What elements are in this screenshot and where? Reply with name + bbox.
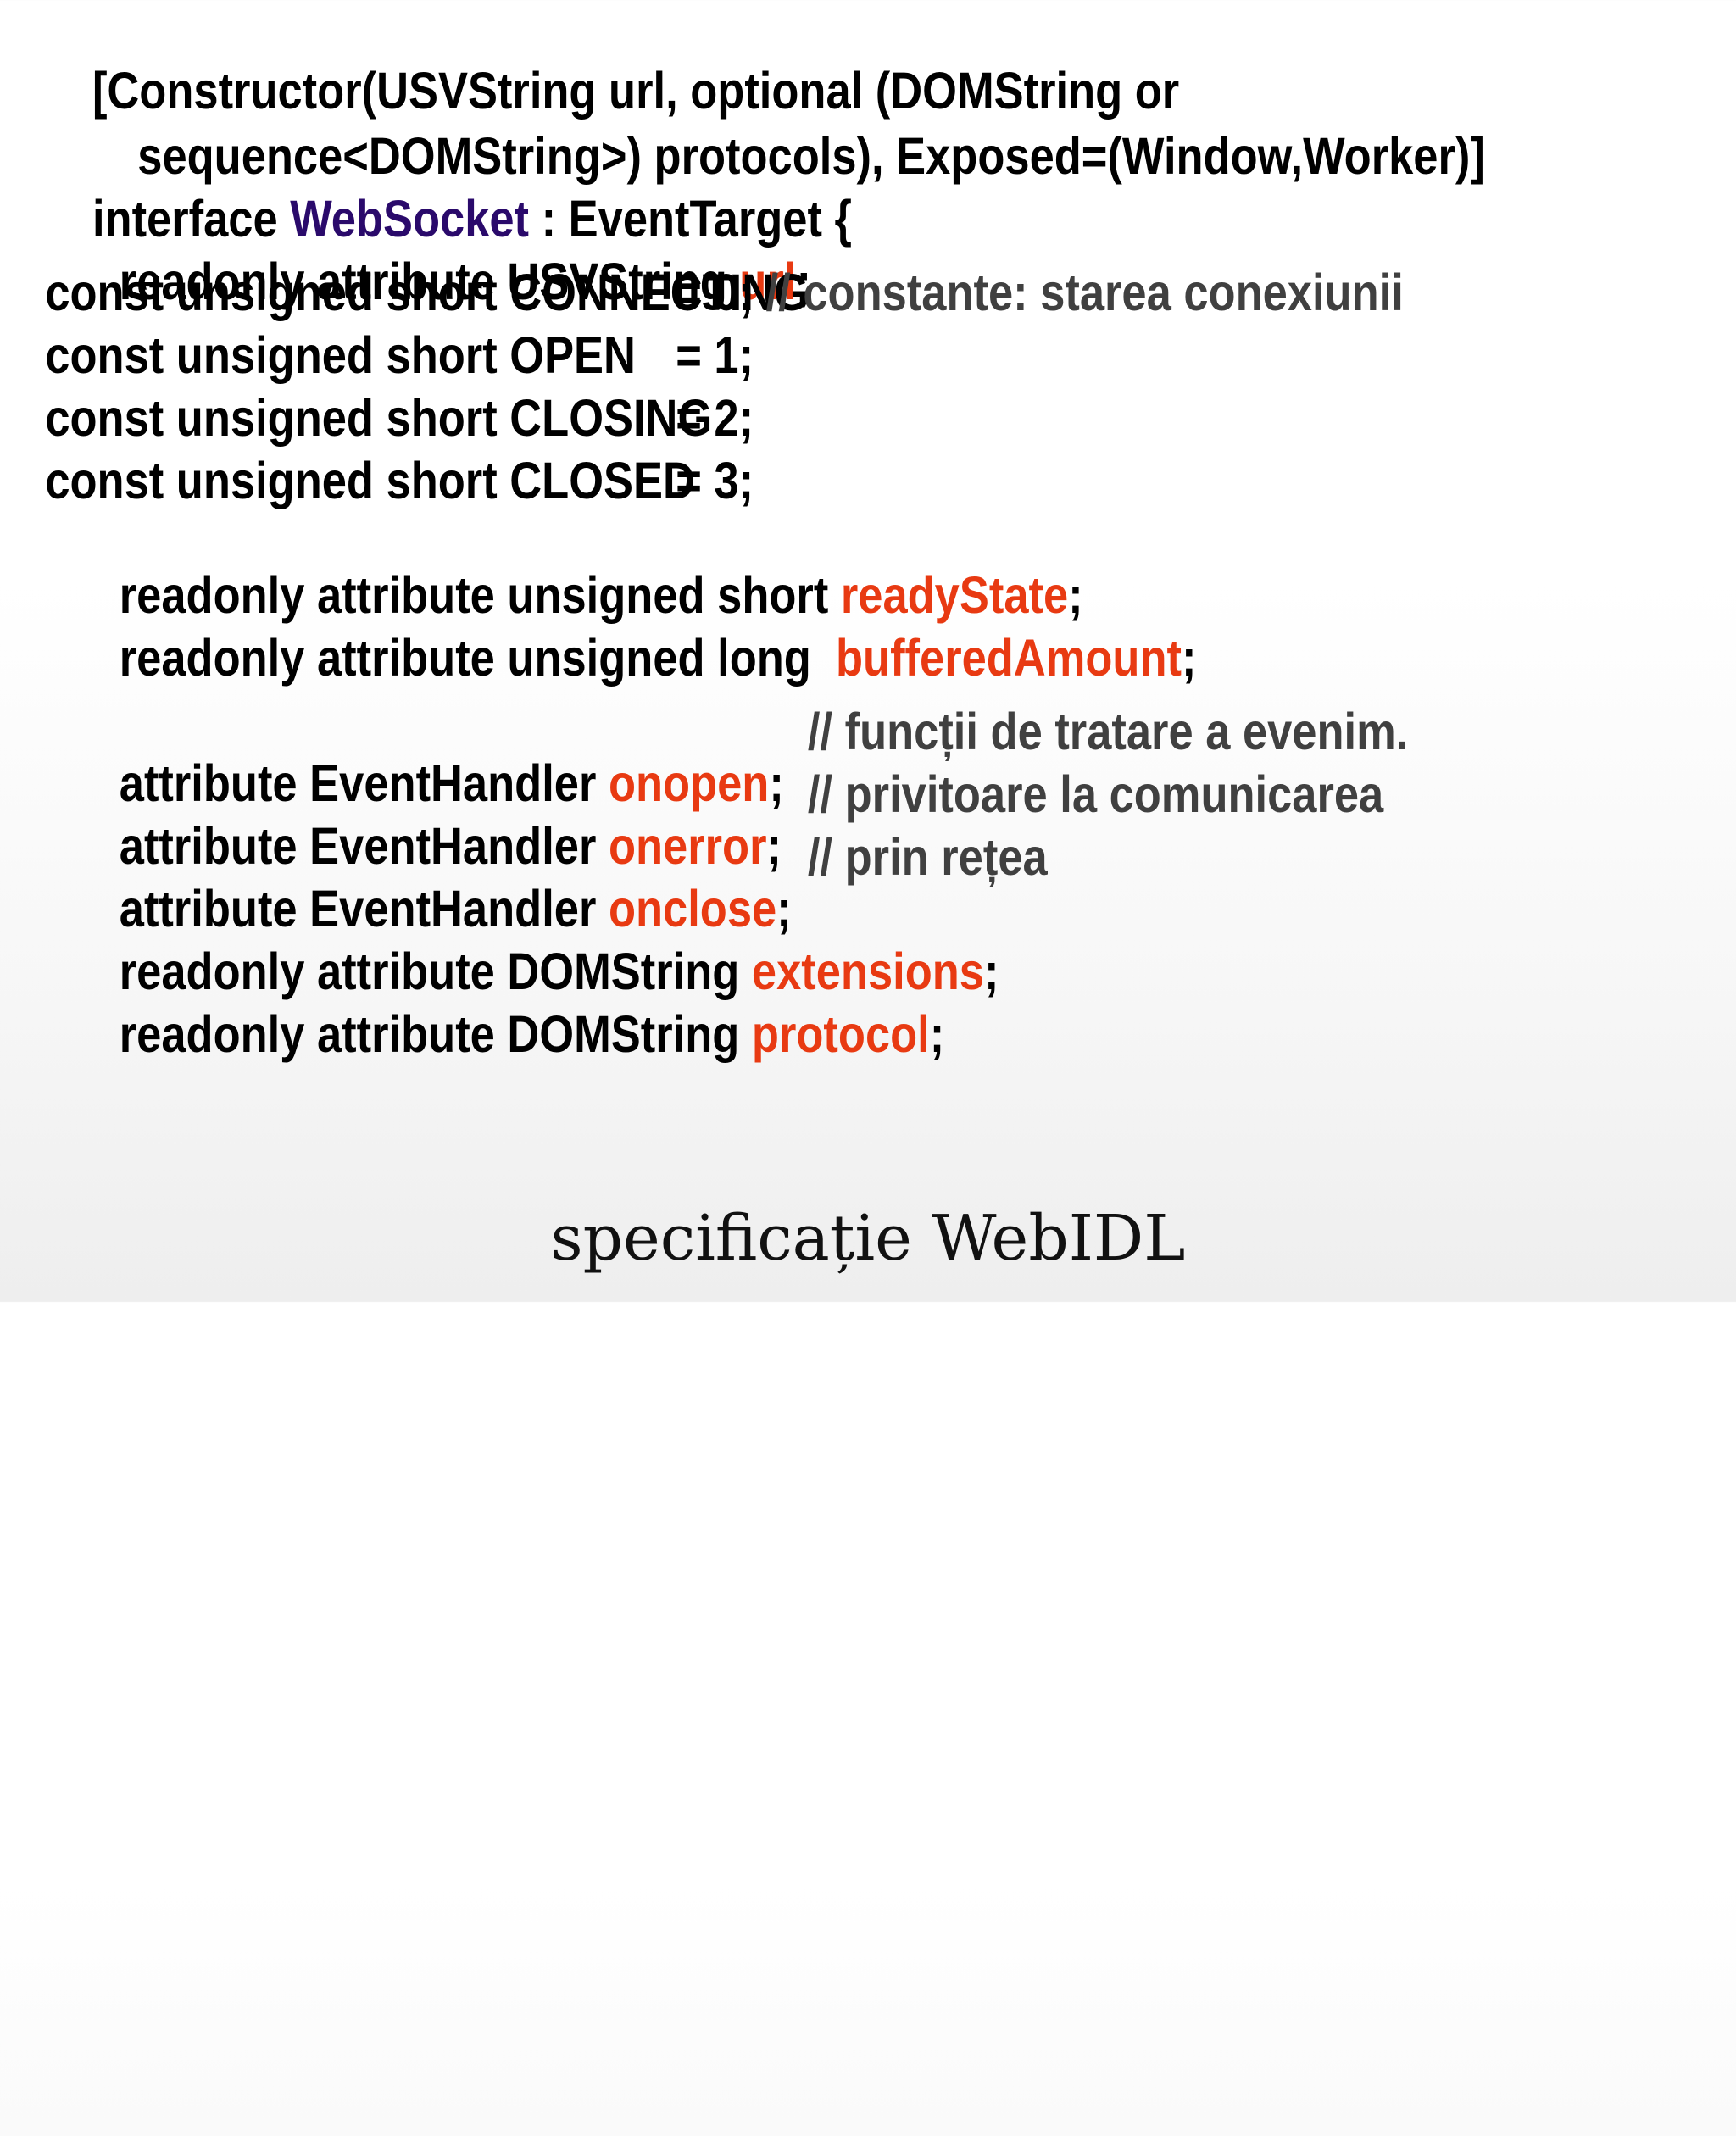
readystate-declaration: readonly attribute unsigned short (119, 566, 841, 624)
readystate-semicolon: ; (1068, 566, 1083, 624)
code-line-connecting: const unsigned short CONNECTING = 0; // … (45, 267, 1503, 320)
connecting-equals: = 0; (676, 264, 754, 321)
url-attribute: url (739, 253, 797, 310)
onopen-semicolon: ; (769, 754, 784, 812)
readystate-attribute: readyState (840, 566, 1069, 624)
protocol-semicolon: ; (929, 1005, 945, 1063)
slide: [Constructor(USVString url, optional (DO… (45, 65, 1485, 1276)
closing-type: const unsigned short (45, 389, 510, 447)
code-line-readystate: readonly attribute unsigned short readyS… (45, 518, 1083, 673)
closed-value: = 3; (676, 452, 754, 509)
url-semicolon: ; (796, 253, 811, 310)
code-line-bufferedamount: readonly attribute unsigned long buffere… (45, 581, 1197, 736)
interface-name: WebSocket (290, 190, 530, 248)
code-line-onopen: attribute EventHandler onopen; (45, 706, 784, 861)
onclose-declaration: attribute EventHandler (119, 880, 609, 937)
extensions-semicolon: ; (983, 943, 999, 1000)
code-line-constructor: [Constructor(USVString url, optional (DO… (19, 14, 1180, 169)
handlers-comment-2: // privitoare la comunicarea (807, 765, 1384, 823)
onclose-semicolon: ; (776, 880, 792, 937)
closed-declaration: const unsigned short CLOSED (45, 455, 695, 507)
code-line-onerror: attribute EventHandler onerror; (45, 769, 782, 924)
open-declaration: const unsigned short OPEN (45, 330, 636, 381)
code-line-closing: const unsigned short CLOSING = 2; (45, 392, 920, 445)
interface-keyword: interface (92, 190, 291, 248)
connecting-declaration: const unsigned short CONNECTING (45, 267, 809, 319)
protocol-attribute: protocol (751, 1005, 930, 1063)
code-line-onclose: attribute EventHandler onclose; (45, 832, 792, 987)
code-line-interface: interface WebSocket : EventTarget { (19, 142, 852, 297)
closed-type: const unsigned short (45, 452, 510, 509)
sequence-text: sequence<DOMString>) protocols), Exposed… (137, 127, 1485, 185)
constructor-text: [Constructor(USVString url, optional (DO… (92, 62, 1180, 120)
connecting-constant: CONNECTING (509, 264, 809, 321)
onerror-semicolon: ; (766, 817, 782, 875)
bufferedamount-attribute: bufferedAmount (836, 629, 1182, 687)
closing-declaration: const unsigned short CLOSING (45, 392, 712, 444)
code-line-url: readonly attribute USVString url; (45, 204, 811, 359)
onclose-attribute: onclose (608, 880, 777, 937)
constants-comment: // constante: starea conexiunii (754, 264, 1404, 321)
closing-value: = 2; (676, 389, 754, 447)
extensions-attribute: extensions (751, 943, 984, 1000)
protocol-declaration: readonly attribute DOMString (119, 1005, 752, 1063)
code-line-open: const unsigned short OPEN = 1; (45, 330, 920, 382)
extensions-declaration: readonly attribute DOMString (119, 943, 752, 1000)
onerror-attribute: onerror (608, 817, 767, 875)
onopen-attribute: onopen (608, 754, 770, 812)
interface-inheritance: : EventTarget { (529, 190, 852, 248)
handlers-comment-1: // funcții de tratare a evenim. (807, 703, 1409, 760)
onerror-declaration: attribute EventHandler (119, 817, 609, 875)
bufferedamount-declaration: readonly attribute unsigned long (119, 629, 837, 687)
code-line-extensions: readonly attribute DOMString extensions; (45, 894, 999, 1049)
closing-constant: CLOSING (509, 389, 713, 447)
code-line-closed: const unsigned short CLOSED = 3; (45, 455, 920, 508)
url-declaration: readonly attribute USVString (119, 253, 740, 310)
code-line-protocol: readonly attribute DOMString protocol; (45, 957, 944, 1112)
handlers-comment-3: // prin rețea (807, 828, 1048, 886)
onopen-declaration: attribute EventHandler (119, 754, 609, 812)
open-constant: OPEN (509, 326, 636, 384)
closed-constant: CLOSED (509, 452, 695, 509)
open-type: const unsigned short (45, 326, 510, 384)
connecting-type: const unsigned short (45, 264, 510, 321)
bufferedamount-semicolon: ; (1181, 629, 1197, 687)
code-line-sequence: sequence<DOMString>) protocols), Exposed… (64, 79, 1485, 234)
slide-caption: specificație WebIDL (550, 1202, 1186, 1275)
connecting-value: = 0; // constante: starea conexiunii (676, 267, 1404, 319)
webidl-code-block: [Constructor(USVString url, optional (DO… (0, 0, 1485, 2136)
open-value: = 1; (676, 326, 754, 384)
